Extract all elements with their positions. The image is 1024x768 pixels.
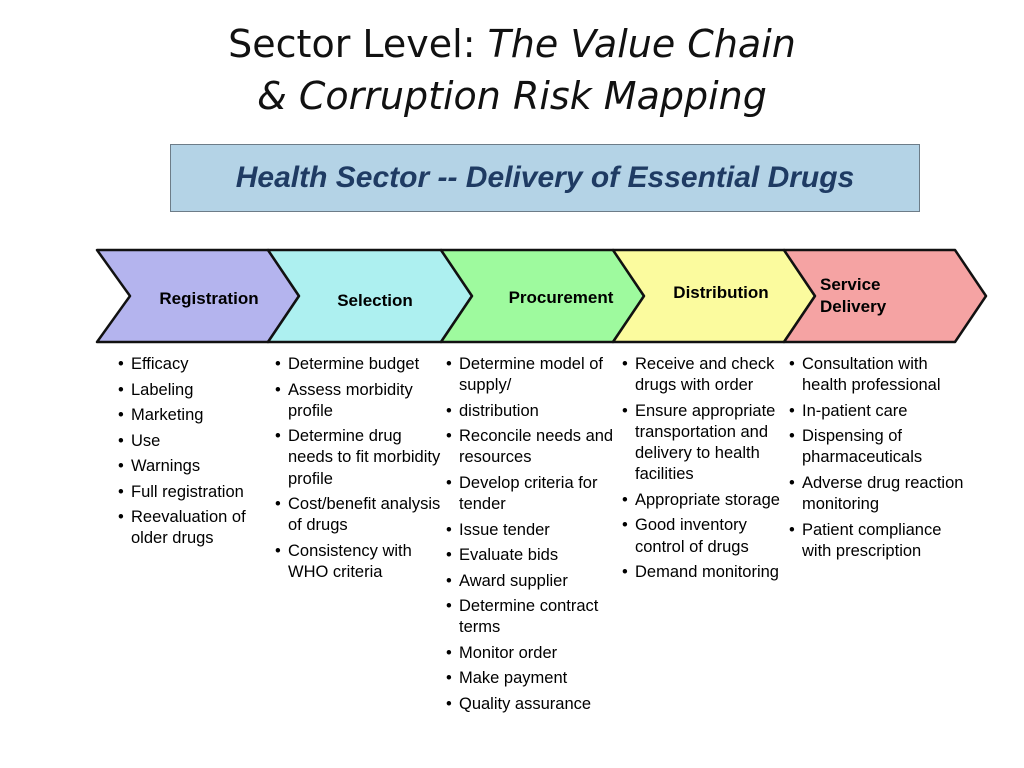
list-item: Determine contract terms [445, 596, 620, 638]
list-item: Patient compliance with prescription [788, 520, 968, 562]
title-line-2: & Corruption Risk Mapping [257, 74, 767, 118]
list-item: Adverse drug reaction monitoring [788, 473, 968, 515]
list-item: distribution [445, 401, 620, 422]
list-item: Award supplier [445, 571, 620, 592]
title-plain: Sector Level: [228, 22, 488, 66]
list-registration: EfficacyLabelingMarketingUseWarningsFull… [117, 354, 275, 549]
list-item: Receive and check drugs with order [621, 354, 781, 396]
page-title: Sector Level: The Value Chain & Corrupti… [0, 18, 1024, 122]
column-service-delivery: Consultation with health professionalIn-… [788, 354, 968, 566]
list-item: Warnings [117, 456, 275, 477]
list-distribution: Receive and check drugs with orderEnsure… [621, 354, 781, 583]
column-selection: Determine budgetAssess morbidity profile… [274, 354, 446, 588]
service-delivery-line-2: Delivery [820, 297, 887, 316]
list-item: Develop criteria for tender [445, 473, 620, 515]
chain-label-service-delivery: Service Delivery [820, 274, 930, 318]
list-item: Full registration [117, 482, 275, 503]
chain-label-registration: Registration [159, 289, 259, 308]
list-item: Determine drug needs to fit morbidity pr… [274, 426, 446, 490]
list-item: Use [117, 431, 275, 452]
list-item: Good inventory control of drugs [621, 515, 781, 557]
list-item: Reconcile needs and resources [445, 426, 620, 468]
chevron-service-delivery [782, 248, 988, 344]
list-item: Reevaluation of older drugs [117, 507, 275, 549]
list-item: Ensure appropriate transportation and de… [621, 401, 781, 486]
list-service-delivery: Consultation with health professionalIn-… [788, 354, 968, 562]
list-item: Demand monitoring [621, 562, 781, 583]
list-item: Cost/benefit analysis of drugs [274, 494, 446, 536]
list-item: Assess morbidity profile [274, 380, 446, 422]
chain-label-procurement: Procurement [508, 288, 614, 307]
list-item: Consultation with health professional [788, 354, 968, 396]
column-registration: EfficacyLabelingMarketingUseWarningsFull… [117, 354, 275, 554]
list-selection: Determine budgetAssess morbidity profile… [274, 354, 446, 583]
column-procurement: Determine model of supply/distributionRe… [445, 354, 620, 719]
list-item: Monitor order [445, 643, 620, 664]
list-item: Dispensing of pharmaceuticals [788, 426, 968, 468]
list-item: Marketing [117, 405, 275, 426]
subtitle-box: Health Sector -- Delivery of Essential D… [170, 144, 920, 212]
list-item: Appropriate storage [621, 490, 781, 511]
title-italic: The Value Chain [487, 22, 796, 66]
title-line-1: Sector Level: The Value Chain [0, 18, 1024, 70]
chain-label-distribution: Distribution [673, 283, 769, 302]
list-item: Make payment [445, 668, 620, 689]
list-item: Determine budget [274, 354, 446, 375]
service-delivery-line-1: Service [820, 275, 881, 294]
list-item: Labeling [117, 380, 275, 401]
list-item: Determine model of supply/ [445, 354, 620, 396]
list-item: Quality assurance [445, 694, 620, 715]
list-item: In-patient care [788, 401, 968, 422]
list-procurement: Determine model of supply/distributionRe… [445, 354, 620, 715]
list-item: Consistency with WHO criteria [274, 541, 446, 583]
chain-label-selection: Selection [337, 291, 413, 310]
list-item: Issue tender [445, 520, 620, 541]
column-distribution: Receive and check drugs with orderEnsure… [621, 354, 781, 588]
list-item: Evaluate bids [445, 545, 620, 566]
list-item: Efficacy [117, 354, 275, 375]
subtitle-text: Health Sector -- Delivery of Essential D… [235, 161, 855, 194]
